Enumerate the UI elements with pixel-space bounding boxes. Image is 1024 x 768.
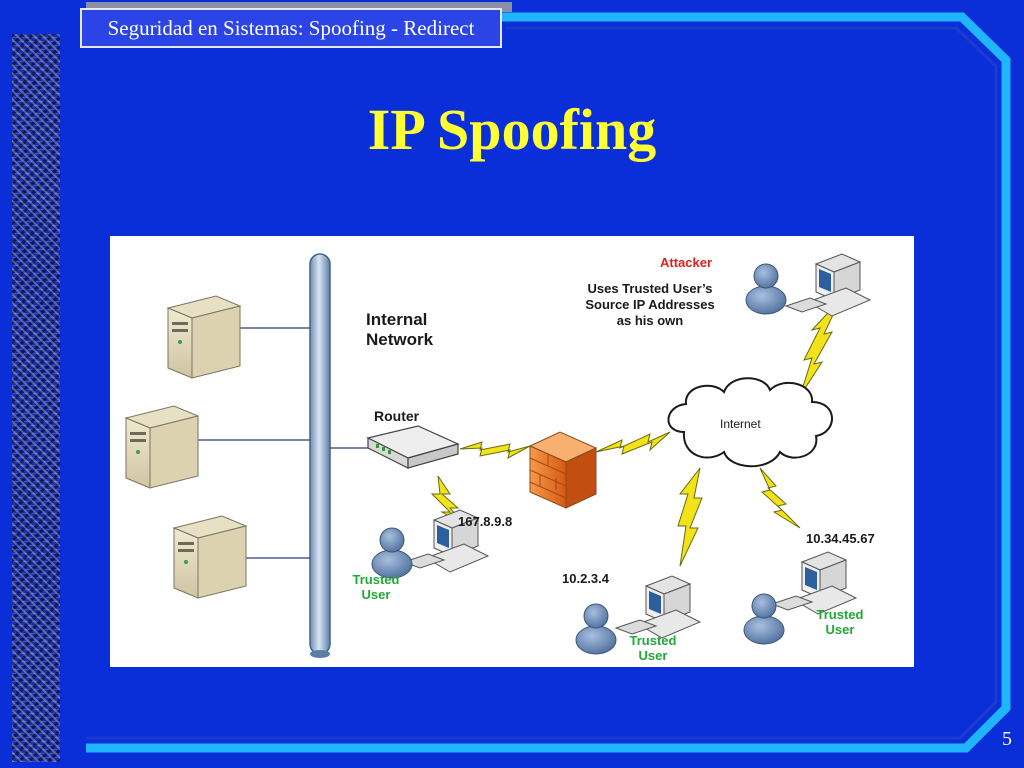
network-backbone-pipe [309,253,331,658]
attacker-label: Attacker [660,255,713,270]
firewall-icon [528,431,598,509]
ip-address-bottom-right: 10.34.45.67 [806,531,875,546]
slide-title: IP Spoofing [367,97,657,162]
trusted-user-label: Trusted User [352,572,400,602]
server-icon [173,515,247,599]
lightning-links [430,299,841,567]
ip-address-bottom-left: 10.2.3.4 [562,571,609,586]
router-label: Router [374,408,420,424]
attacker-note: Uses Trusted User’s Source IP Addresses … [585,281,715,328]
trusted-user-label: Trusted User [816,607,864,637]
server-connection-lines [198,327,378,559]
server-icon [125,405,199,489]
attacker-person-icon [745,263,787,315]
trusted-user-computer-icon [771,551,857,615]
trusted-user-label: Trusted User [629,633,677,663]
network-diagram: Internal Network Router Internet Attacke… [110,236,914,667]
attacker-computer-icon [785,253,871,317]
router-icon [366,425,460,469]
slide-page-number: 5 [1002,728,1012,750]
internal-network-label: Internal Network [366,310,434,349]
server-icon [167,295,241,379]
trusted-user-person-icon [575,603,617,655]
ip-address-local: 167.8.9.8 [458,514,513,529]
internet-cloud-icon [667,377,833,468]
internet-label: Internet [720,417,761,431]
trusted-user-computer-icon [615,575,701,639]
trusted-user-person-icon [371,527,413,579]
decorative-side-strip [12,34,60,762]
course-title-tab: Seguridad en Sistemas: Spoofing - Redire… [80,8,502,48]
